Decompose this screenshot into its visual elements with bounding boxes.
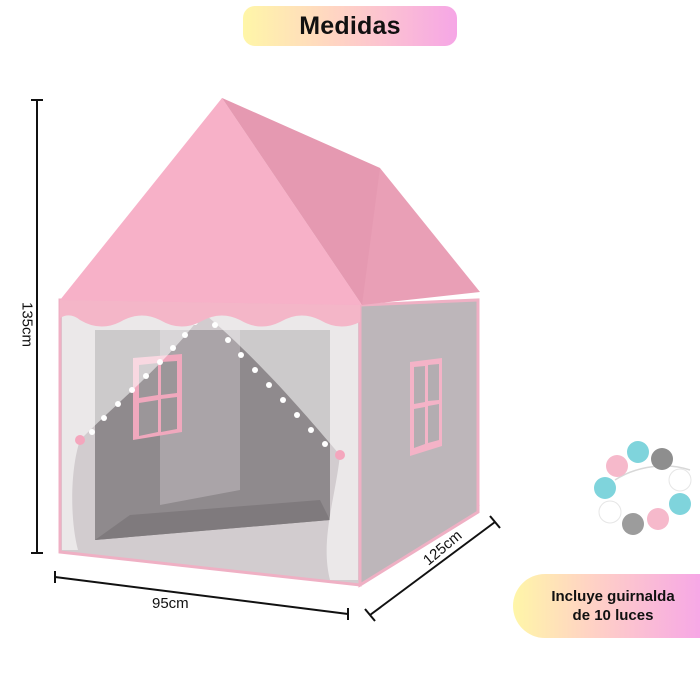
right-curtain <box>200 310 358 580</box>
tent-valance <box>60 300 360 327</box>
tent-roof-front <box>60 98 362 305</box>
light-ball <box>606 455 628 477</box>
light-ball <box>651 448 673 470</box>
light-ball <box>669 493 691 515</box>
height-dimension-line <box>31 99 43 554</box>
lights-badge-text: Incluye guirnalda de 10 luces <box>551 588 675 624</box>
depth-dimension-line <box>364 515 501 622</box>
width-label: 95cm <box>152 595 189 612</box>
page-title: Medidas <box>299 11 401 40</box>
light-garland <box>594 441 692 535</box>
light-ball <box>647 508 669 530</box>
light-ball <box>627 441 649 463</box>
side-window <box>410 358 442 456</box>
height-label: 135cm <box>18 301 36 348</box>
title-badge: Medidas <box>243 6 457 46</box>
lights-badge: Incluye guirnalda de 10 luces <box>513 574 700 638</box>
light-ball <box>622 513 644 535</box>
light-ball <box>668 468 692 492</box>
width-dimension-line <box>54 571 349 620</box>
light-ball <box>598 500 622 524</box>
left-curtain <box>62 305 205 550</box>
light-ball <box>594 477 616 499</box>
